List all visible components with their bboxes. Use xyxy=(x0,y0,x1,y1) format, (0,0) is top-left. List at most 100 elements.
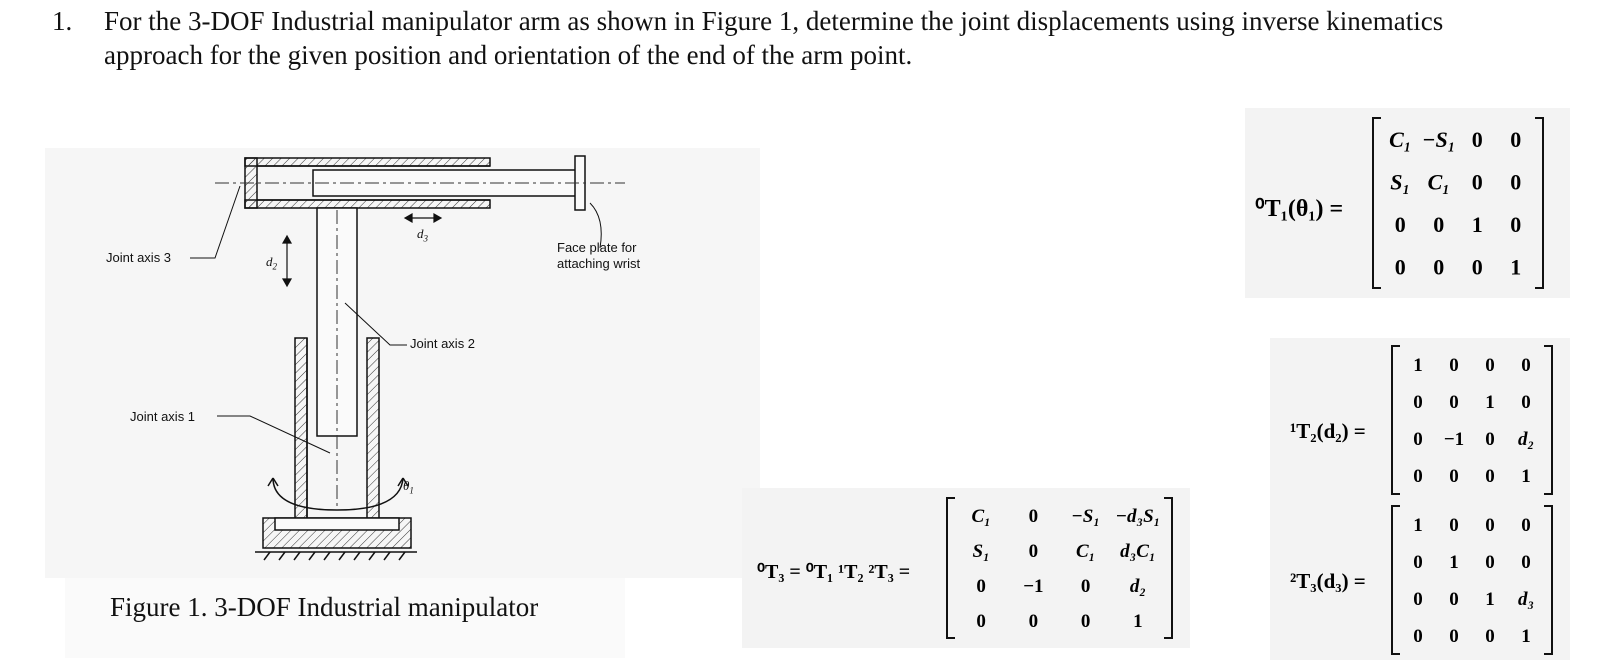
base-sleeve xyxy=(294,337,380,529)
matrix-cell: 0 xyxy=(1081,576,1091,597)
eq-T12-lhs: ¹T₂(d₂) = xyxy=(1290,419,1366,443)
matrix-cell: 0 xyxy=(1485,466,1495,487)
matrix-cell: 0 xyxy=(1521,515,1531,536)
matrix-cell: 0 xyxy=(1472,254,1483,279)
matrix-cell: 0 xyxy=(1449,355,1459,376)
leader-joint-axis-2 xyxy=(344,302,407,346)
matrix-cell: −1 xyxy=(1023,576,1043,597)
matrix-cell: −1 xyxy=(1444,429,1464,450)
leader-joint-axis-3 xyxy=(190,185,241,259)
matrix-cell: 1 xyxy=(1413,355,1423,376)
matrix-cell: 0 xyxy=(1485,552,1495,573)
matrix-cell: C₁ xyxy=(1428,169,1450,194)
matrix-cell: 0 xyxy=(1449,626,1459,647)
matrix-cell: 0 xyxy=(1413,589,1423,610)
matrix-cell: 1 xyxy=(1485,392,1495,413)
matrix-cell: 0 xyxy=(1510,169,1521,194)
matrix-cell: 0 xyxy=(1449,466,1459,487)
matrix-cell: 0 xyxy=(1485,355,1495,376)
eq-T12-T23-box xyxy=(1270,338,1570,660)
horizontal-sleeve xyxy=(244,157,491,209)
matrix-cell: 0 xyxy=(1029,506,1039,527)
matrix-cell: 0 xyxy=(1413,626,1423,647)
matrix-cell: 0 xyxy=(1485,626,1495,647)
matrix-cell: 0 xyxy=(1472,169,1483,194)
matrix-cell: 1 xyxy=(1449,552,1459,573)
matrix-cell: 1 xyxy=(1413,515,1423,536)
eq-T03-lhs: ⁰T₃ = ⁰T₁ ¹T₂ ²T₃ = xyxy=(757,561,910,583)
matrix-bracket xyxy=(946,497,955,639)
base xyxy=(255,517,417,561)
matrix-cell: −d₃S₁ xyxy=(1115,506,1160,527)
matrix-cell: 0 xyxy=(1485,429,1495,450)
matrix-cell: d₂ xyxy=(1130,576,1146,597)
d2-arrow xyxy=(281,234,293,288)
d3-arrow xyxy=(403,212,443,224)
matrix-cell: 0 xyxy=(1449,589,1459,610)
matrix-cell: d₂ xyxy=(1518,429,1534,450)
matrix-cell: 0 xyxy=(1510,212,1521,237)
matrix-cell: 0 xyxy=(1485,515,1495,536)
matrix-cell: 0 xyxy=(1395,212,1406,237)
matrix-cell: C₁ xyxy=(1076,541,1095,562)
problem-number: 1. xyxy=(52,6,73,36)
matrix-bracket xyxy=(1535,117,1544,289)
matrix-cell: 0 xyxy=(1521,392,1531,413)
eq-T03-box xyxy=(742,488,1190,648)
joint-axis-2-label: Joint axis 2 xyxy=(410,336,476,351)
matrix-cell: −S₁ xyxy=(1422,127,1455,152)
matrix-cell: 0 xyxy=(1395,254,1406,279)
matrix-cell: S₁ xyxy=(1390,169,1410,194)
matrix-cell: 0 xyxy=(1029,541,1039,562)
matrix-bracket xyxy=(1164,497,1173,639)
eq-T23-lhs: ²T₃(d₃) = xyxy=(1290,569,1366,593)
figure-panel xyxy=(45,148,760,578)
joint-axis-1-label: Joint axis 1 xyxy=(130,409,196,424)
d2-label: d2 xyxy=(266,254,277,272)
matrix-cell: 0 xyxy=(1029,611,1039,632)
matrix-cell: −S₁ xyxy=(1071,506,1100,527)
matrix-cell: 0 xyxy=(1413,429,1423,450)
theta1-label: θ1 xyxy=(403,478,414,496)
problem-text: For the 3-DOF Industrial manipulator arm… xyxy=(104,6,1444,70)
matrix-bracket xyxy=(1391,505,1400,655)
matrix-cell: 0 xyxy=(1521,552,1531,573)
matrix-cell: 1 xyxy=(1521,466,1531,487)
matrix-cell: d₃C₁ xyxy=(1120,541,1155,562)
matrix-cell: 1 xyxy=(1510,254,1521,279)
matrix-cell: 0 xyxy=(976,611,986,632)
leader-joint-axis-1 xyxy=(217,415,331,454)
eq-T01-box xyxy=(1245,108,1570,298)
leader-face-plate xyxy=(589,202,602,249)
matrix-cell: 0 xyxy=(1449,515,1459,536)
matrix-cell: d₃ xyxy=(1518,589,1534,610)
matrix-cell: 0 xyxy=(1081,611,1091,632)
matrix-cell: 1 xyxy=(1472,212,1483,237)
matrix-bracket xyxy=(1544,505,1553,655)
matrix-cell: 0 xyxy=(976,576,986,597)
matrix-cell: 0 xyxy=(1521,355,1531,376)
matrix-cell: 0 xyxy=(1510,127,1521,152)
manipulator-diagram xyxy=(190,155,625,561)
d3-label: d3 xyxy=(417,226,428,244)
matrix-bracket xyxy=(1544,345,1553,495)
matrix-cell: C₁ xyxy=(971,506,990,527)
matrix-cell: 0 xyxy=(1413,392,1423,413)
matrix-cell: 0 xyxy=(1449,392,1459,413)
matrix-cell: 0 xyxy=(1413,552,1423,573)
matrix-cell: 0 xyxy=(1433,254,1444,279)
matrix-cell: 0 xyxy=(1433,212,1444,237)
figure-caption: Figure 1. 3-DOF Industrial manipulator xyxy=(110,592,539,622)
joint-axis-3-label: Joint axis 3 xyxy=(106,250,172,265)
face-plate-label-line2: attaching wrist xyxy=(557,256,641,271)
matrix-cell: 1 xyxy=(1521,626,1531,647)
matrix-cell: S₁ xyxy=(973,541,990,562)
